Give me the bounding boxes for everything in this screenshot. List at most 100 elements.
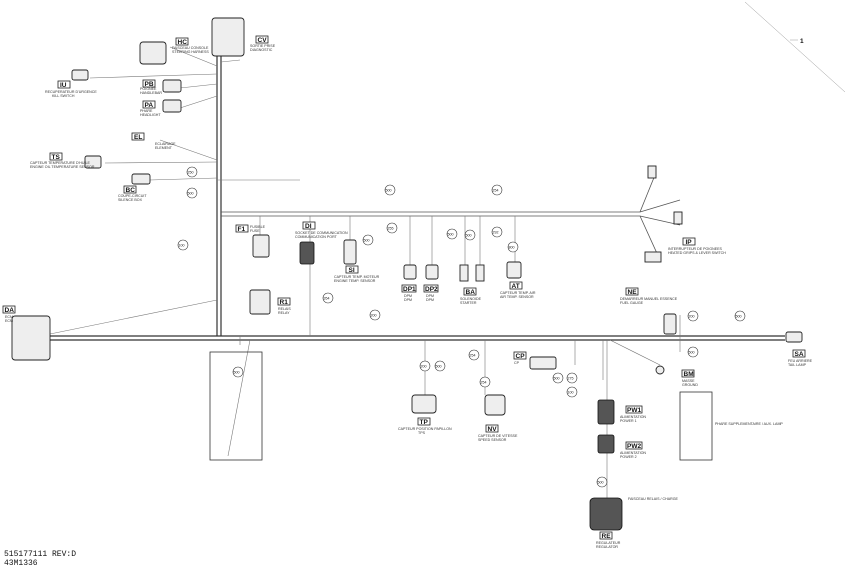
svg-text:DP2: DP2 — [425, 286, 438, 293]
svg-text:FUEL GAUGE: FUEL GAUGE — [620, 301, 644, 305]
svg-text:CP: CP — [516, 353, 526, 360]
svg-text:HEATED GRIPS & LEVER SWITCH: HEATED GRIPS & LEVER SWITCH — [668, 251, 726, 255]
svg-text:RELAY: RELAY — [278, 311, 290, 315]
segment-label: 292 — [491, 226, 503, 238]
svg-text:STEERING HARNESS: STEERING HARNESS — [172, 50, 209, 54]
connector-nv[interactable]: NV CAPTEUR DE VITESSE SPEED SENSOR — [478, 394, 518, 442]
part-number: 515177111 REV:D — [4, 550, 77, 559]
connector-f1[interactable]: F1 FUSIBLE FUSE — [235, 224, 270, 258]
callout-1: 1 — [744, 1, 846, 93]
svg-text:EL: EL — [134, 134, 142, 141]
svg-text:SILENCE BOX: SILENCE BOX — [118, 198, 143, 202]
svg-text:500: 500 — [234, 371, 240, 375]
connector-el[interactable]: EL ECLAIRAGE ELEMENT — [131, 132, 176, 150]
svg-text:DPM: DPM — [404, 294, 412, 298]
svg-text:200: 200 — [371, 314, 377, 318]
connector-pw1[interactable]: PW1 ALIMENTATION POWER 1 — [597, 399, 646, 425]
connector-at[interactable]: AT CAPTEUR TEMP. AIR AIR TEMP. SENSOR — [500, 261, 536, 299]
svg-text:PW2: PW2 — [627, 443, 641, 450]
svg-text:ECM: ECM — [5, 319, 13, 323]
connector-iu[interactable]: IU RECUPERATEUR D'URGENCE KILL SWITCH — [45, 69, 97, 98]
connector-bc[interactable]: BC COUPE-CIRCUIT SILENCE BOX — [118, 173, 151, 202]
connector-di[interactable]: DI SOCKET DE COMMUNICATION COMMUNICATION… — [295, 221, 348, 265]
connector-si[interactable]: SI CAPTEUR TEMP. MOTEUR ENGINE TEMP. SEN… — [334, 239, 380, 283]
svg-text:PW1: PW1 — [627, 407, 641, 414]
segment-label: 500 — [384, 184, 396, 196]
svg-text:NV: NV — [488, 426, 498, 433]
segment-label: 100 — [177, 239, 189, 251]
connector-r1[interactable]: R1 RELAIS RELAY — [249, 289, 291, 315]
svg-text:MASSE: MASSE — [682, 379, 695, 383]
svg-text:CAPTEUR POSITION PAPILLON: CAPTEUR POSITION PAPILLON — [398, 427, 452, 431]
svg-text:KILL SWITCH: KILL SWITCH — [52, 94, 75, 98]
segment-label: 500 — [687, 346, 699, 358]
svg-text:CAPTEUR DE VITESSE: CAPTEUR DE VITESSE — [478, 434, 518, 438]
connector-dp2[interactable]: DP2 DPM DPM — [423, 264, 439, 302]
svg-text:FUSE: FUSE — [250, 229, 260, 233]
connector-da[interactable]: DA ECM ECM — [2, 305, 51, 361]
connector-cp[interactable]: CP CP — [513, 351, 557, 370]
segment-label: 254 — [479, 376, 491, 388]
svg-text:INTERRUPTEUR DE POIGNEES: INTERRUPTEUR DE POIGNEES — [668, 247, 723, 251]
segment-label: 500 — [734, 310, 746, 322]
svg-text:POWER 1: POWER 1 — [620, 419, 637, 423]
svg-text:TP: TP — [420, 419, 429, 426]
connector-ba[interactable]: BA SOLENOIDE STARTER — [459, 264, 485, 305]
svg-text:DPM: DPM — [426, 298, 434, 302]
connector-pw2[interactable]: PW2 ALIMENTATION POWER 2 — [597, 434, 646, 459]
segment-label: 254 — [491, 184, 503, 196]
svg-text:500: 500 — [188, 192, 194, 196]
svg-text:FAISCEAU CONSOLE: FAISCEAU CONSOLE — [172, 46, 209, 50]
svg-text:REGULATEUR: REGULATEUR — [596, 541, 621, 545]
connector-sa[interactable]: SA FEU ARRIERE TAIL LAMP — [785, 331, 813, 367]
svg-text:HANDLEBAR: HANDLEBAR — [140, 91, 162, 95]
svg-text:500: 500 — [436, 365, 442, 369]
connector-pa[interactable]: PA PHARE HEADLIGHT — [140, 99, 182, 117]
svg-text:CV: CV — [258, 37, 268, 44]
svg-text:292: 292 — [493, 231, 499, 235]
connector-cv[interactable]: CV SORTIE PRISE DIAGNOSTIC — [211, 17, 276, 57]
svg-text:SORTIE PRISE: SORTIE PRISE — [250, 44, 276, 48]
tail-note: FAISCEAU RELAIS / CHARGE — [628, 497, 679, 501]
svg-text:275: 275 — [568, 377, 574, 381]
svg-text:SOCKET DE COMMUNICATION: SOCKET DE COMMUNICATION — [295, 231, 348, 235]
connector-re[interactable]: RE REGULATEUR REGULATOR — [589, 497, 623, 549]
segment-label: 254 — [468, 349, 480, 361]
segment-label: 500 — [434, 360, 446, 372]
svg-text:AT: AT — [512, 283, 520, 290]
segment-label: 500 — [552, 372, 564, 384]
svg-text:500: 500 — [466, 234, 472, 238]
svg-text:AIR TEMP. SENSOR: AIR TEMP. SENSOR — [500, 295, 534, 299]
svg-text:RECUPERATEUR D'URGENCE: RECUPERATEUR D'URGENCE — [45, 90, 97, 94]
segment-label: 500 — [446, 228, 458, 240]
svg-text:DPM: DPM — [426, 294, 434, 298]
svg-text:COUPE-CIRCUIT: COUPE-CIRCUIT — [118, 194, 147, 198]
svg-text:STARTER: STARTER — [460, 301, 477, 305]
svg-text:DIAGNOSTIC: DIAGNOSTIC — [250, 48, 273, 52]
connector-ts[interactable]: TS CAPTEUR TEMPERATURE D'HUILE ENGINE OI… — [30, 152, 102, 169]
svg-text:IU: IU — [60, 82, 67, 89]
svg-text:CAPTEUR TEMPERATURE D'HUILE: CAPTEUR TEMPERATURE D'HUILE — [30, 161, 90, 165]
svg-text:500: 500 — [598, 481, 604, 485]
connector-ip[interactable]: IP INTERRUPTEUR DE POIGNEES HEATED GRIPS… — [644, 165, 726, 263]
connector-hc[interactable]: HC FAISCEAU CONSOLE STEERING HARNESS — [139, 37, 209, 65]
svg-text:PA: PA — [145, 102, 154, 109]
segment-label: 500 — [232, 366, 244, 378]
svg-text:500: 500 — [689, 351, 695, 355]
svg-text:ENGINE OIL TEMPERATURE SENSOR: ENGINE OIL TEMPERATURE SENSOR — [30, 165, 95, 169]
svg-text:PB: PB — [145, 81, 154, 88]
connector-dp1[interactable]: DP1 DPM DPM — [401, 264, 417, 302]
connector-tp[interactable]: TP CAPTEUR POSITION PAPILLON TPS — [398, 394, 452, 435]
svg-text:TS: TS — [52, 154, 61, 161]
svg-text:254: 254 — [493, 189, 499, 193]
connector-ne[interactable]: NE DEMARREUR MANUEL ESSENCE FUEL GAUGE — [620, 287, 678, 335]
svg-text:BC: BC — [126, 187, 136, 194]
connector-bm[interactable]: BM MASSE GROUND — [655, 365, 698, 387]
segment-label: 255 — [386, 222, 398, 234]
detail-box-relay — [209, 351, 263, 461]
connector-pb[interactable]: PB POIGNEE HANDLEBAR — [140, 79, 182, 95]
svg-text:200: 200 — [689, 315, 695, 319]
svg-text:500: 500 — [736, 315, 742, 319]
svg-text:ELEMENT: ELEMENT — [155, 146, 173, 150]
svg-text:REGULATOR: REGULATOR — [596, 545, 618, 549]
